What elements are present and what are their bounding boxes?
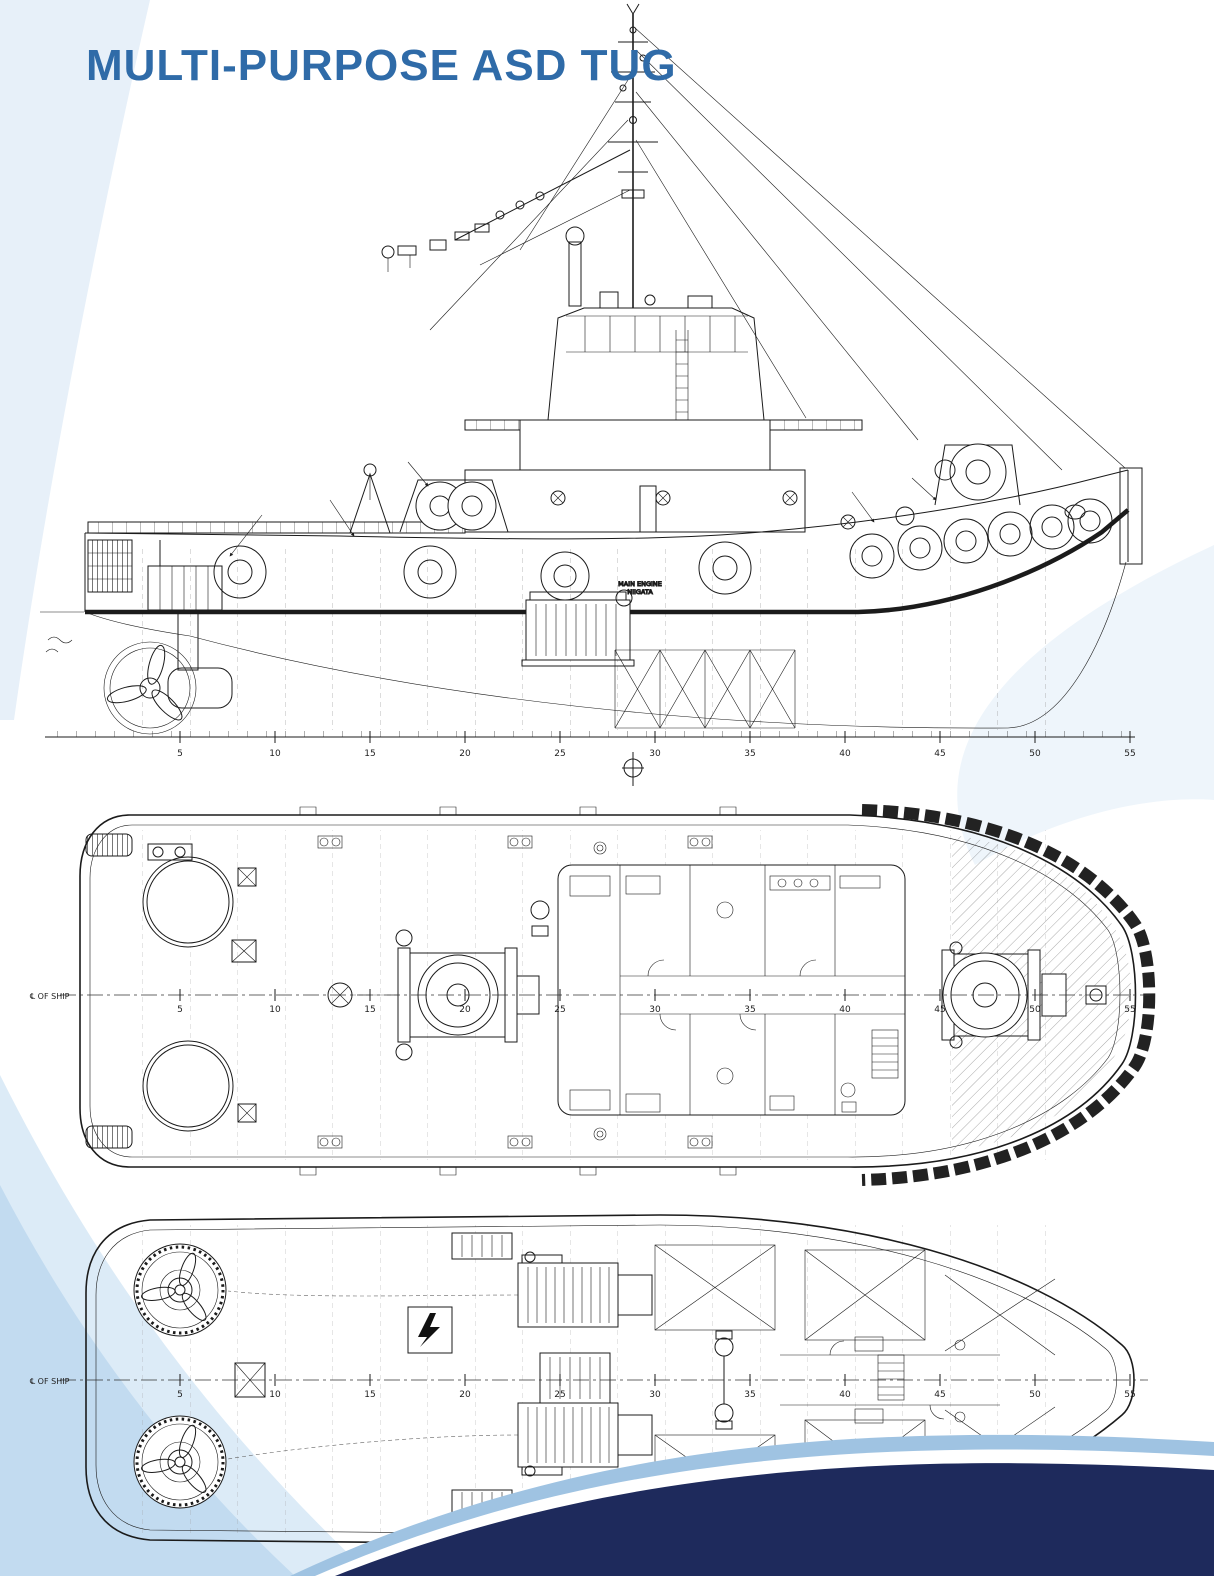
side-elevation-view: MAIN ENGINE NIIGATA — [40, 3, 1143, 786]
switchboard — [407, 1306, 453, 1354]
mooring-bitts — [317, 835, 713, 1149]
side-fenders — [213, 498, 1113, 601]
azimuth-thrusters — [133, 1243, 266, 1509]
scale-tick-label: 20 — [459, 749, 471, 759]
yard-instruments — [381, 149, 631, 272]
wheelhouse — [547, 226, 765, 421]
scale-tick-label: 40 — [839, 749, 851, 759]
centerline-label: ℄ OF SHIP — [30, 1377, 70, 1386]
scale-labels: 5 10 15 20 25 30 35 40 45 50 55 — [177, 1005, 1136, 1015]
scale-tick-label: 10 — [269, 1390, 281, 1400]
scale-tick-label: 30 — [649, 1005, 661, 1015]
scale-tick-label: 15 — [364, 1005, 375, 1015]
scale-labels: 5 10 15 20 25 30 35 40 45 50 55 — [177, 1390, 1136, 1400]
centerline: ℄ OF SHIP 5 10 15 20 25 30 35 40 45 50 55 — [30, 1374, 1148, 1400]
scale-tick-label: 40 — [839, 1005, 851, 1015]
scale-tick-label: 55 — [1124, 749, 1135, 759]
scale-tick-label: 45 — [934, 749, 945, 759]
scale-tick-label: 15 — [364, 749, 375, 759]
scale-tick-label: 30 — [649, 1390, 661, 1400]
lattice-floors — [614, 649, 796, 729]
scale-tick-label: 5 — [177, 1390, 183, 1400]
stairs — [871, 1029, 899, 1079]
scale-tick-label: 25 — [554, 749, 565, 759]
lightning-bolt-icon — [418, 1313, 440, 1347]
scale-tick-label: 20 — [459, 1005, 471, 1015]
scale-tick-label: 15 — [364, 1390, 375, 1400]
scale-tick-label: 55 — [1124, 1390, 1135, 1400]
scale-tick-label: 20 — [459, 1390, 471, 1400]
background-swoosh-top-left — [0, 0, 150, 720]
escape-hatches — [142, 843, 257, 1132]
scale-tick-label: 30 — [649, 749, 661, 759]
scale-tick-label: 10 — [269, 1005, 281, 1015]
background-swoosh-bottom-left-inner — [0, 1185, 295, 1576]
scale-tick-label: 10 — [269, 749, 281, 759]
main-engine: MAIN ENGINE NIIGATA — [521, 580, 662, 667]
page-title: MULTI-PURPOSE ASD TUG — [86, 41, 677, 91]
scale-tick-label: 40 — [839, 1390, 851, 1400]
scale-tick-label: 35 — [744, 1390, 755, 1400]
scale-tick-label: 55 — [1124, 1005, 1135, 1015]
interior-partitions — [569, 865, 905, 1115]
auxiliary-engine-center — [539, 1352, 611, 1404]
centerline-mark-icon — [622, 752, 644, 786]
scale-tick-label: 50 — [1029, 1390, 1041, 1400]
scale-tick-label: 50 — [1029, 1005, 1041, 1015]
scale-labels: 5 10 15 20 25 30 35 40 45 50 55 — [177, 749, 1136, 759]
lower-deck-plan-view: ℄ OF SHIP 5 10 15 20 25 30 35 40 45 50 55 — [30, 1214, 1148, 1546]
scale-tick-label: 45 — [934, 1390, 945, 1400]
mast-stays — [429, 27, 1126, 471]
scale-tick-label: 5 — [177, 1005, 183, 1015]
scale-tick-label: 45 — [934, 1005, 945, 1015]
scale-tick-label: 5 — [177, 749, 183, 759]
hull-profile — [40, 469, 1130, 729]
hull-outline — [79, 806, 1137, 1176]
aft-winch — [399, 479, 509, 533]
stern-fender-pad — [85, 833, 133, 857]
mast — [429, 3, 1126, 471]
main-engine-port — [517, 1251, 653, 1328]
rooms — [780, 1336, 1000, 1424]
azimuth-thruster-starboard — [133, 1415, 227, 1509]
fore-winch — [895, 443, 1086, 526]
scale-tick-label: 25 — [554, 1005, 565, 1015]
genset-forward — [451, 1232, 513, 1260]
deck-machinery-aft — [147, 463, 391, 611]
engine-label: MAIN ENGINE — [618, 580, 662, 588]
porthole-icon — [550, 490, 856, 530]
wheelhouse-ladder — [675, 330, 689, 420]
centerline-label: ℄ OF SHIP — [30, 992, 70, 1001]
scale-ruler: 5 10 15 20 25 30 35 40 45 50 55 — [45, 731, 1136, 759]
main-deck-plan-view: ℄ OF SHIP 5 10 15 20 25 30 35 40 45 50 55 — [30, 804, 1156, 1186]
leader-arrows — [229, 461, 937, 557]
deckhouse-plan — [557, 864, 906, 1116]
azimuth-thruster-port — [133, 1243, 227, 1337]
centerline: ℄ OF SHIP 5 10 15 20 25 30 35 40 45 50 55 — [30, 989, 1150, 1015]
scale-tick-label: 50 — [1029, 749, 1041, 759]
exhaust-funnel — [565, 226, 585, 307]
genset-aft — [451, 1489, 513, 1517]
stern-fender-pad — [85, 1125, 133, 1149]
bow-fender — [1119, 467, 1143, 565]
scale-tick-label: 35 — [744, 1005, 755, 1015]
stern-fender — [87, 539, 133, 593]
engine-sub-label: NIIGATA — [627, 588, 653, 596]
scale-tick-label: 35 — [744, 749, 755, 759]
azimuth-thruster — [103, 611, 233, 735]
scale-tick-label: 25 — [554, 1390, 565, 1400]
